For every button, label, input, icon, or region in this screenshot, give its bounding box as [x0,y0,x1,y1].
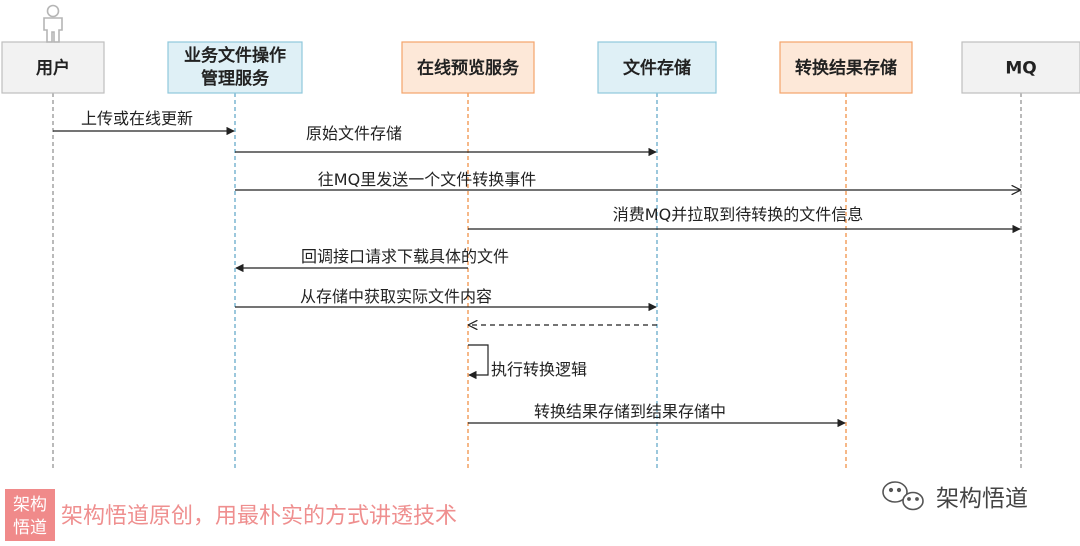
participant-preview-box [401,41,535,94]
message-label: 上传或在线更新 [81,109,193,128]
message-label: 往MQ里发送一个文件转换事件 [318,170,536,189]
participant-mq-box [961,41,1080,94]
participant-user-label: 用户 [36,58,70,79]
participant-mq-label: MQ [1005,59,1036,79]
participant-biz-box [167,41,303,94]
participant-biz-label: 业务文件操作 [184,45,286,66]
watermark-badge-line-1: 架构 [13,495,47,515]
participant-result-box [779,41,913,94]
message-label: 回调接口请求下载具体的文件 [301,247,509,266]
participant-user-box [1,41,105,94]
wechat-account: 架构悟道 [882,481,1028,512]
wechat-account-name: 架构悟道 [936,486,1028,512]
message-label: 消费MQ并拉取到待转换的文件信息 [613,205,863,224]
message-label: 从存储中获取实际文件内容 [300,287,492,306]
message-label: 原始文件存储 [306,124,402,143]
wechat-icon [882,481,924,511]
person-icon [43,4,63,43]
participant-storage-box [597,41,717,94]
participant-result-label: 转换结果存储 [795,58,897,79]
participant-preview-label: 在线预览服务 [417,58,520,79]
watermark-badge [5,489,55,541]
message-label: 转换结果存储到结果存储中 [534,402,726,421]
participant-storage-label: 文件存储 [623,58,691,79]
message-label: 执行转换逻辑 [491,360,587,379]
watermark: 架构 悟道 架构悟道原创，用最朴实的方式讲透技术 [5,489,457,541]
participant-biz-label: 管理服务 [201,68,270,89]
watermark-badge-line-2: 悟道 [13,518,47,538]
watermark-slogan: 架构悟道原创，用最朴实的方式讲透技术 [61,504,457,529]
message-arrow [468,344,489,380]
messages: 上传或在线更新原始文件存储往MQ里发送一个文件转换事件消费MQ并拉取到待转换的文… [53,109,1020,428]
